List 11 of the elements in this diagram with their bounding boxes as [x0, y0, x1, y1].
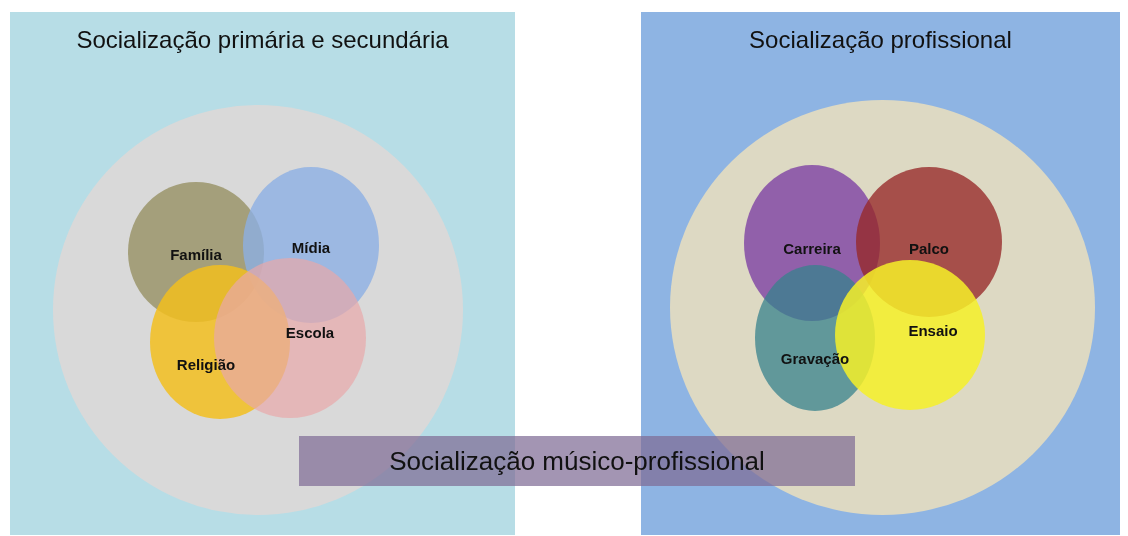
circle-label: Escola [285, 323, 335, 341]
circle-label: Religião [176, 355, 236, 373]
panel-title: Socialização profissional [749, 26, 1012, 54]
circle-label: Mídia [291, 238, 331, 256]
circle-label: Palco [909, 239, 949, 257]
circle-label: Ensaio [908, 321, 958, 339]
circle-label: Família [170, 245, 222, 263]
banner [299, 436, 855, 486]
panel-title: Socialização primária e secundária [76, 26, 449, 54]
banner-text: Socialização músico-profissional [389, 445, 765, 477]
circle-label: Carreira [783, 239, 841, 257]
